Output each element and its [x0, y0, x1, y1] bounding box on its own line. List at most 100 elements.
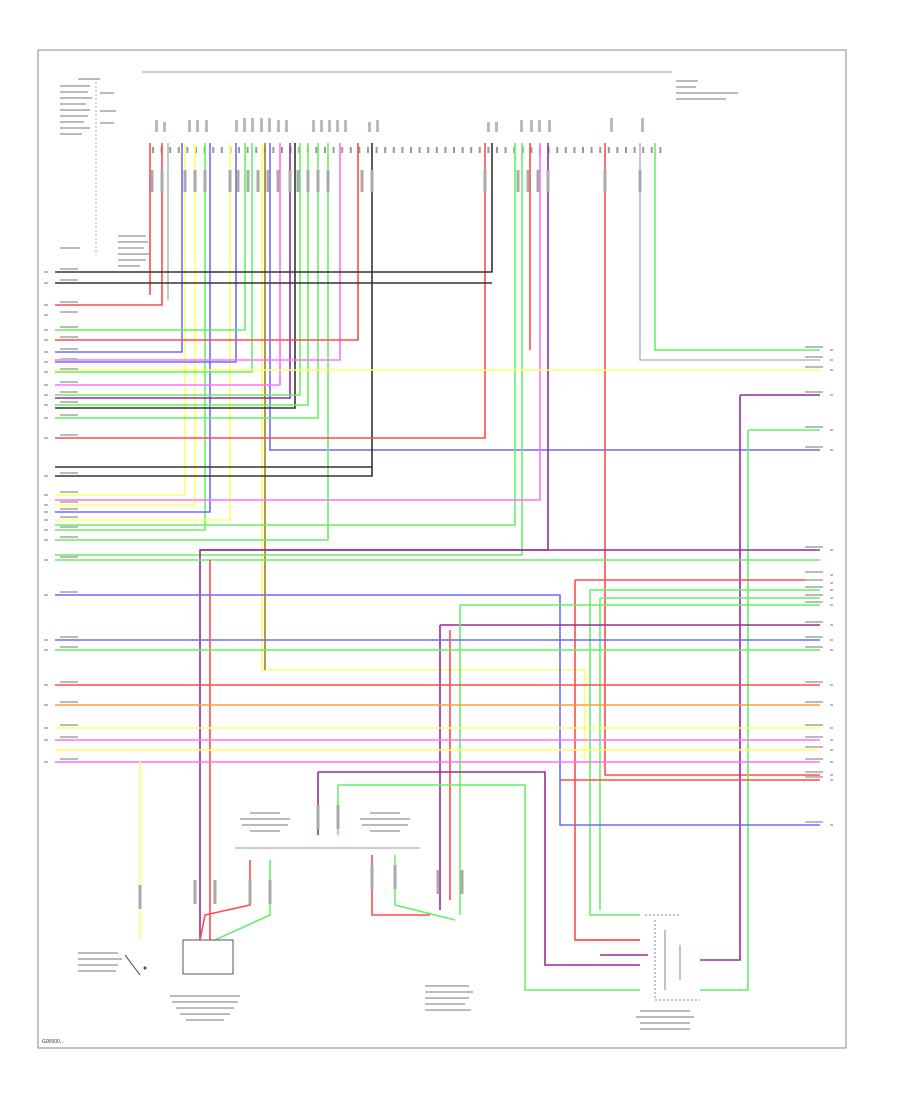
green-wire [55, 143, 246, 331]
circuit-label [60, 348, 78, 350]
circuit-label [60, 501, 78, 503]
circuit-label [60, 268, 78, 270]
circuit-label [805, 736, 823, 738]
wire-color-tag [183, 170, 187, 192]
green-wire [599, 597, 820, 910]
circuit-number [830, 779, 833, 781]
circuit-label [60, 336, 78, 338]
wire-color-tag [638, 170, 642, 192]
wire-color-tag [150, 170, 154, 192]
circuit-label [805, 571, 823, 573]
circuit-label [805, 681, 823, 683]
diagram-frame [37, 49, 847, 1049]
circuit-number [44, 384, 48, 386]
blue-wire [55, 143, 237, 363]
connector-pin [332, 147, 335, 153]
wire-color-tag [138, 885, 142, 909]
circuit-label [60, 724, 78, 726]
connector-pin [470, 147, 473, 153]
connector-pin [212, 147, 215, 153]
purple-wire [439, 624, 820, 910]
wire-color-tag [256, 170, 260, 192]
blue-wire [55, 143, 211, 513]
circuit-label [805, 346, 823, 348]
wire-color-tag [436, 870, 440, 894]
connector-pin [461, 147, 464, 153]
purple-wire [700, 394, 820, 961]
circuit-number [830, 597, 833, 599]
circuit-label [805, 646, 823, 648]
circuit-number [830, 624, 833, 626]
connector-pin [341, 147, 344, 153]
connector-pin [324, 147, 326, 153]
circuit-label [805, 601, 823, 603]
green-wire [55, 143, 309, 406]
circuit-number [44, 271, 48, 273]
connector-pin [435, 147, 438, 153]
wire-color-tag [360, 170, 364, 192]
circuit-label [60, 681, 78, 683]
circuit-number [830, 649, 833, 651]
wire-color-tag [276, 170, 280, 192]
circuit-label [60, 591, 78, 593]
wire-color-tag [526, 170, 530, 192]
circuit-label [60, 434, 78, 436]
circuit-number [44, 511, 48, 513]
green-wire [654, 143, 820, 351]
connector-pin [358, 147, 361, 153]
wire-color-tag [326, 170, 330, 192]
figure-reference: G00000… [42, 1039, 65, 1045]
circuit-number [830, 639, 833, 641]
circuit-number [44, 639, 48, 641]
circuit-label [60, 381, 78, 383]
wire-color-tag [203, 170, 207, 192]
circuit-label [60, 368, 78, 370]
red-wire [55, 143, 359, 341]
red-wire [55, 143, 486, 439]
connector-pin [496, 147, 498, 153]
wire-color-tag [193, 880, 197, 904]
wire-color-tag [316, 805, 320, 829]
sensor-left [78, 952, 147, 976]
connector-pin [410, 147, 412, 153]
wire-color-tag [316, 170, 320, 192]
wire-color-tag [246, 170, 250, 192]
green-wire [394, 855, 456, 921]
circuit-number [44, 339, 48, 341]
circuit-label [60, 526, 78, 528]
circuit-number [830, 429, 833, 431]
circuit-label [60, 358, 78, 360]
connector-pin [659, 147, 662, 153]
green-wire [55, 143, 523, 556]
connector-pin [444, 147, 447, 153]
connector-pin [375, 147, 378, 153]
connector-pin [530, 147, 533, 153]
connector-pin [384, 147, 387, 153]
connector-pin [616, 147, 619, 153]
circuit-number [44, 329, 48, 331]
connector-pin [315, 147, 318, 153]
blue-wire [55, 143, 183, 353]
connector-pin [642, 147, 645, 153]
wire-color-tag [370, 170, 374, 192]
circuit-number [830, 582, 833, 584]
black-wire [55, 143, 493, 273]
connector-pin [650, 147, 653, 153]
connector-pin [590, 147, 593, 153]
circuit-label [805, 546, 823, 548]
red-wire [55, 143, 163, 306]
ecm-connector-pins [152, 147, 662, 153]
yellow-wire [55, 143, 186, 496]
connector-pin [504, 147, 507, 153]
circuit-label [805, 594, 823, 596]
wire-color-tag [546, 170, 550, 192]
green-wire [700, 429, 820, 991]
circuit-number [830, 704, 833, 706]
purple-wire [55, 143, 291, 399]
circuit-label [60, 516, 78, 518]
circuit-number [44, 304, 48, 306]
circuit-label [805, 701, 823, 703]
circuit-number [44, 559, 48, 561]
circuit-number [830, 449, 833, 451]
wire-color-tag [193, 170, 197, 192]
